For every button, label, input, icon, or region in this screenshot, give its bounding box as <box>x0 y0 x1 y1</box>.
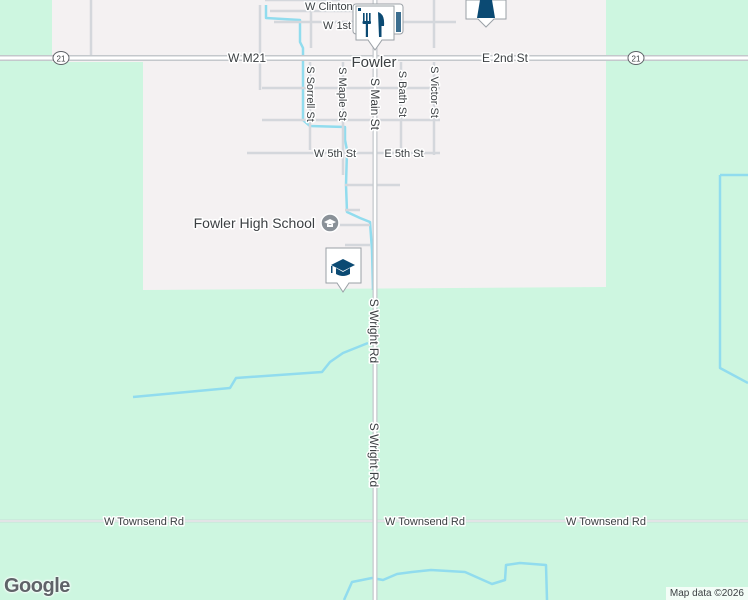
label-s-maple: S Maple St <box>336 67 348 121</box>
route-shield-east: 21 <box>627 51 645 65</box>
label-e-5th: E 5th St <box>384 148 423 160</box>
label-w-1st: W 1st <box>323 20 351 32</box>
label-s-sorrell: S Sorrell St <box>304 66 316 122</box>
route-shield-east-label: 21 <box>632 55 641 64</box>
town-area <box>52 0 606 290</box>
town-label: Fowler <box>351 54 396 71</box>
building-icon <box>477 0 495 18</box>
place-marker[interactable] <box>465 0 507 28</box>
label-townsend-west: W Townsend Rd <box>104 516 184 528</box>
route-shield-west-label: 21 <box>57 55 66 64</box>
route-shield-west: 21 <box>52 51 70 65</box>
label-e-2nd: E 2nd St <box>482 51 529 65</box>
label-w-m21: W M21 <box>228 51 266 65</box>
label-townsend-mid: W Townsend Rd <box>385 516 465 528</box>
fork-knife-icon <box>362 12 385 37</box>
label-townsend-east: W Townsend Rd <box>566 516 646 528</box>
restaurant-marker[interactable] <box>352 3 404 51</box>
vertical-street-labels: S Sorrell St S Maple St S Main St S Bath… <box>303 65 442 489</box>
street-labels: W M21 E 2nd St W Clinton W 1st W 5th St … <box>103 0 648 530</box>
label-s-victor: S Victor St <box>428 66 440 118</box>
label-s-bath: S Bath St <box>396 71 408 117</box>
google-logo: Google <box>4 575 70 597</box>
map-attribution[interactable]: Map data ©2026 <box>665 587 748 600</box>
label-s-wright-north: S Wright Rd <box>367 299 381 363</box>
school-label: Fowler High School <box>194 215 315 231</box>
label-w-clinton: W Clinton <box>305 1 353 13</box>
shopping-bag-icon <box>358 8 401 32</box>
graduation-cap-icon <box>331 259 355 276</box>
label-w-5th: W 5th St <box>314 148 356 160</box>
school-marker[interactable] <box>325 247 362 293</box>
school-poi[interactable]: Fowler High School <box>192 213 340 233</box>
label-s-main: S Main St <box>368 78 382 131</box>
label-s-wright-south: S Wright Rd <box>367 423 381 487</box>
